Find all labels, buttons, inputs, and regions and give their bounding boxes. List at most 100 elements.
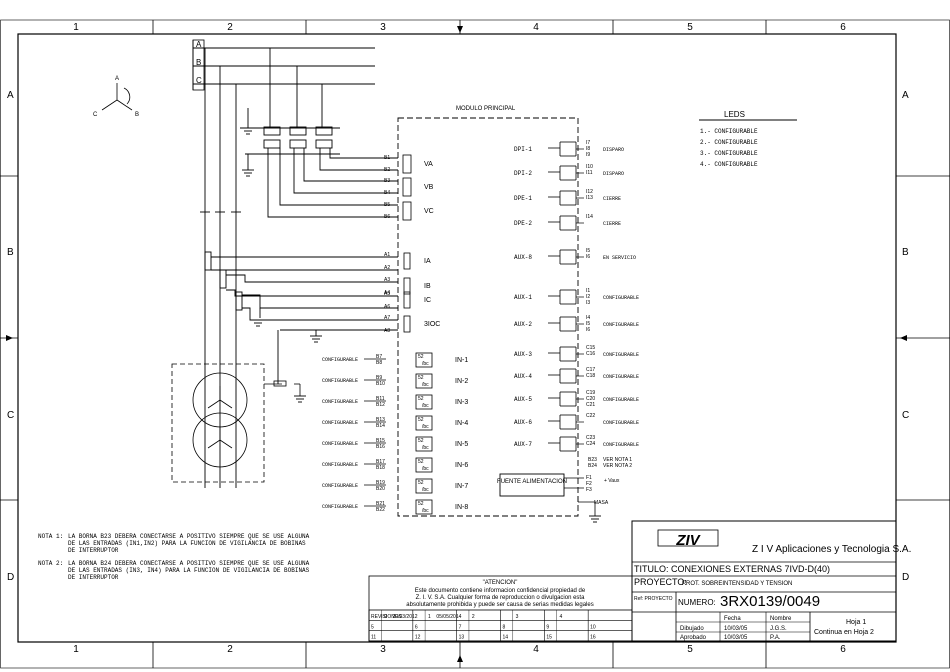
attention-line: absolutamente prohibida y puede ser caus…	[406, 602, 593, 608]
row-label: D	[7, 572, 14, 583]
input-function-label: CONFIGURABLE	[322, 357, 358, 363]
current-coil	[403, 252, 411, 270]
terminal-label: B18	[376, 465, 385, 471]
revision-number: 13	[459, 635, 465, 641]
terminal-label: B17	[376, 459, 385, 465]
output-function-label: DISPARO	[603, 171, 624, 177]
rotation-axis-label: C	[93, 112, 98, 118]
aprobado-name: P.A.	[770, 635, 781, 641]
note-label: NOTA 2:	[38, 560, 63, 567]
note-line: DE INTERRUPTOR	[68, 574, 119, 581]
output-label: AUX-7	[514, 441, 532, 448]
output-function-label: CIERRE	[603, 196, 621, 202]
terminal-label: B3	[384, 178, 390, 184]
column-label: 6	[840, 22, 846, 33]
rotation-axis-label: A	[115, 76, 119, 82]
fecha-header: Fecha	[724, 616, 741, 622]
revision-number: 8	[503, 624, 506, 630]
frame-center-arrows	[6, 26, 907, 662]
input-optocoupler	[415, 373, 433, 389]
column-label: 2	[227, 22, 233, 33]
continues-on: Continua en Hoja 2	[814, 629, 874, 636]
terminal-label: B4	[384, 190, 390, 196]
terminal-label: B2	[384, 167, 390, 173]
ziv-logo: ZIV	[657, 529, 719, 549]
output-function-label: CIERRE	[603, 221, 621, 227]
column-label: 1	[73, 644, 79, 655]
voltage-transformers	[240, 126, 340, 155]
input-function-label: CONFIGURABLE	[322, 504, 358, 510]
digital-input-label: IN-2	[455, 378, 468, 385]
revision-number: 0	[384, 614, 387, 620]
power-supply: FUENTE ALIMENTACION F1 F2 F3 + Vaux MASA	[497, 473, 620, 516]
optocoupler-label: /bc	[422, 487, 429, 493]
current-coil	[403, 315, 411, 333]
terminal-label: B11	[376, 396, 385, 402]
optocoupler-label: 52	[418, 501, 424, 507]
optocoupler-label: 52	[418, 459, 424, 465]
output-label: AUX-3	[514, 351, 532, 358]
output-label: DPE-1	[514, 195, 532, 202]
numero-label: NUMERO:	[678, 598, 716, 607]
optocoupler-label: 52	[418, 354, 424, 360]
led-item: 2.- CONFIGURABLE	[700, 139, 758, 146]
phase-rotation-symbol	[101, 83, 133, 111]
output-label: AUX-6	[514, 419, 532, 426]
input-optocoupler	[415, 478, 433, 494]
row-label: C	[902, 410, 909, 421]
output-function-label: EN SERVICIO	[603, 255, 636, 261]
input-function-label: CONFIGURABLE	[322, 462, 358, 468]
output-function-label: CONFIGURABLE	[603, 442, 639, 448]
terminal-label: B16	[376, 444, 385, 450]
phase-label: C	[196, 76, 202, 85]
rotation-axis-label: B	[135, 112, 139, 118]
power-ground: MASA	[594, 500, 609, 506]
terminal-label: B20	[376, 486, 385, 492]
phase-feeders	[200, 48, 323, 488]
terminal-label: C23	[586, 435, 595, 441]
terminal-label: C19	[586, 390, 595, 396]
proyecto-value: PROT. SOBREINTENSIDAD Y TENSION	[682, 581, 792, 587]
revisions-header: REVISIONES	[371, 614, 402, 620]
input-optocoupler	[415, 457, 433, 473]
row-label: A	[902, 90, 909, 101]
terminal-label: C20	[586, 396, 595, 402]
revision-number: 11	[371, 635, 376, 641]
attention-title: "ATENCION"	[483, 580, 518, 586]
terminal-label: I2	[586, 294, 590, 300]
column-label: 5	[687, 644, 693, 655]
current-input-label: 3IOC	[424, 321, 440, 328]
revision-number: 12	[415, 635, 421, 641]
current-coil	[403, 291, 411, 309]
leds-legend: LEDS 1.- CONFIGURABLE 2.- CONFIGURABLE 3…	[699, 110, 797, 168]
terminal-label: B21	[376, 501, 385, 507]
input-optocoupler	[415, 499, 433, 515]
power-terminal: F3	[586, 487, 592, 493]
output-function-label: CONFIGURABLE	[603, 352, 639, 358]
notes: NOTA 1: LA BORNA B23 DEBERA CONECTARSE A…	[38, 533, 310, 581]
input-function-label: CONFIGURABLE	[322, 378, 358, 384]
output-function-label: CONFIGURABLE	[603, 397, 639, 403]
note-line: DE LAS ENTRADAS (IN1,IN2) PARA LA FUNCIO…	[68, 540, 306, 547]
row-label: C	[7, 410, 14, 421]
terminal-label: B10	[376, 381, 385, 387]
terminal-label: A3	[384, 277, 390, 283]
note-line: LA BORNA B24 DEBERA CONECTARSE A POSITIV…	[68, 560, 310, 567]
main-module-outline	[397, 117, 579, 517]
dibujado-label: Dibujado	[680, 626, 704, 632]
frame-labels: 1 2 3 4 5 6 1 2 3 4 5 6 A B C D A B C D	[7, 22, 909, 655]
revision-number: 5	[371, 624, 374, 630]
terminal-label: I4	[586, 315, 590, 321]
optocoupler-label: /bc	[422, 382, 429, 388]
current-input-label: IA	[424, 258, 431, 265]
terminal-label: B12	[376, 402, 385, 408]
current-input-label: IC	[424, 297, 431, 304]
output-function-label: CONFIGURABLE	[603, 322, 639, 328]
output-label: AUX-8	[514, 254, 532, 261]
optocoupler-label: /bc	[422, 445, 429, 451]
terminal-label: B19	[376, 480, 385, 486]
note-reference: VER NOTA 2	[603, 463, 632, 469]
terminal-label: C22	[586, 413, 595, 419]
